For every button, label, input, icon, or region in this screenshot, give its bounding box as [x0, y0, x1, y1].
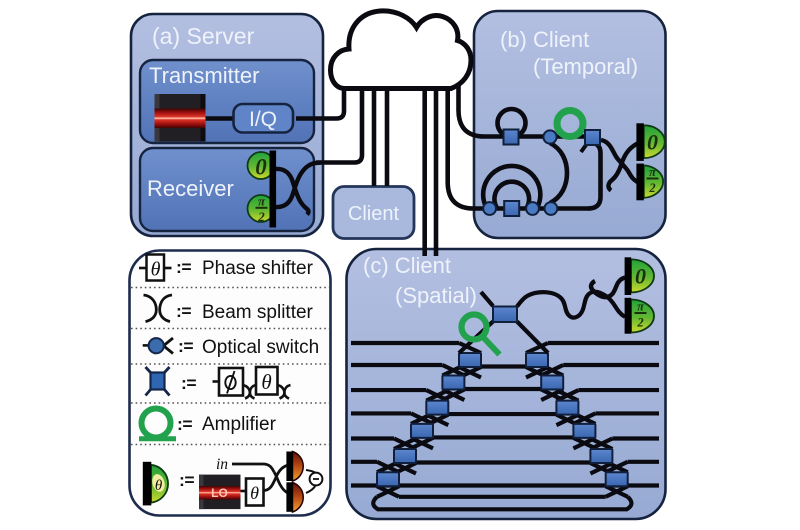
svg-text:Receiver: Receiver [147, 176, 234, 201]
svg-text:Amplifier: Amplifier [202, 414, 277, 435]
svg-text:Phase shifter: Phase shifter [202, 258, 314, 279]
svg-text:(Temporal): (Temporal) [533, 54, 638, 79]
svg-text:Beam splitter: Beam splitter [202, 302, 314, 323]
svg-text::=: := [176, 257, 191, 277]
svg-text:in: in [216, 456, 228, 473]
svg-text:(Spatial): (Spatial) [395, 283, 477, 308]
svg-text:θ: θ [155, 478, 163, 494]
svg-text:0: 0 [635, 264, 646, 289]
svg-text:(a) Server: (a) Server [152, 23, 255, 49]
svg-text::=: := [179, 470, 194, 490]
svg-text::=: := [178, 336, 193, 356]
svg-text:(c) Client: (c) Client [363, 253, 451, 278]
svg-text:LO: LO [211, 486, 228, 500]
svg-text:0: 0 [647, 130, 658, 155]
svg-text:Optical switch: Optical switch [202, 337, 319, 358]
svg-text::=: := [181, 373, 196, 393]
svg-text:θ: θ [151, 259, 161, 281]
svg-text::=: := [177, 414, 192, 434]
svg-text:0: 0 [255, 155, 267, 180]
svg-text:I/Q: I/Q [249, 108, 277, 131]
svg-text:π: π [637, 300, 645, 314]
svg-text:π: π [649, 165, 657, 179]
svg-text:θ: θ [250, 483, 259, 503]
svg-text:2: 2 [636, 316, 643, 330]
svg-text:π: π [258, 194, 266, 209]
svg-text:2: 2 [257, 209, 265, 224]
svg-text:(b) Client: (b) Client [500, 27, 589, 52]
svg-text:Client: Client [348, 203, 400, 225]
svg-text:2: 2 [648, 181, 655, 195]
svg-text:Transmitter: Transmitter [149, 63, 259, 88]
svg-text:θ: θ [261, 370, 271, 394]
svg-text::=: := [176, 301, 191, 321]
